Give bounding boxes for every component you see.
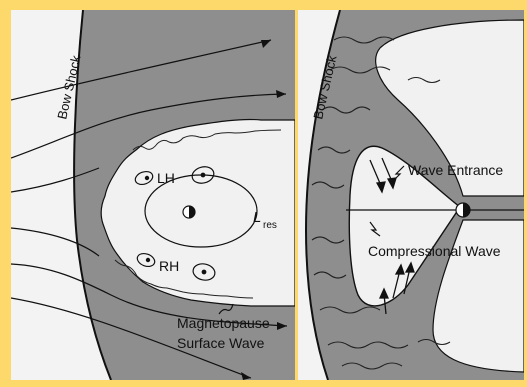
rh-label: RH <box>159 258 179 274</box>
lh-label: LH <box>157 170 175 186</box>
right-panel: Bow Shock Wave Entrance Compressional Wa… <box>298 10 524 380</box>
compressional-wave-label: Compressional Wave <box>368 243 501 259</box>
left-diagram: Bow Shock LH RH L res Magnetopause Surfa… <box>11 10 295 380</box>
surface-wave-label: Surface Wave <box>177 335 265 351</box>
right-diagram: Bow Shock Wave Entrance Compressional Wa… <box>298 10 524 380</box>
lres-label: L <box>253 209 261 226</box>
magnetopause-label: Magnetopause <box>177 315 270 331</box>
left-panel: Bow Shock LH RH L res Magnetopause Surfa… <box>11 10 295 380</box>
right-earth-symbol <box>456 203 470 217</box>
lres-subscript: res <box>263 220 277 231</box>
earth-symbol <box>183 206 195 218</box>
wave-entrance-label: Wave Entrance <box>408 162 503 178</box>
